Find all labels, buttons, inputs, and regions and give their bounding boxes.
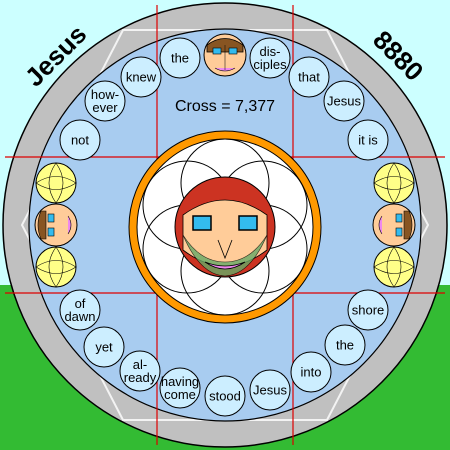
bubble-circle xyxy=(324,324,366,366)
bubble-word: ever xyxy=(92,100,118,115)
word-bubble-stood: stood xyxy=(204,375,246,417)
bubble-circle xyxy=(119,350,161,392)
center-left-eye xyxy=(192,215,212,231)
bubble-word: it is xyxy=(358,133,378,148)
word-bubble-not: not xyxy=(59,119,101,161)
top-face-medallion xyxy=(203,33,247,77)
bubble-circle xyxy=(290,351,332,393)
bubble-word: stood xyxy=(209,389,241,404)
bubble-word: Jesus xyxy=(327,94,361,109)
cross-value: Cross = 7,377 xyxy=(175,98,275,115)
bubble-word: dawn xyxy=(64,309,95,324)
right-top-rosette xyxy=(373,162,415,204)
bubble-circle xyxy=(59,289,101,331)
word-bubble-already: al-ready xyxy=(119,350,161,392)
word-bubble-however: how-ever xyxy=(84,80,126,122)
left-top-rosette xyxy=(35,162,77,204)
bubble-circle xyxy=(120,56,162,98)
word-bubble-it-is: it is xyxy=(347,119,389,161)
word-bubble-the-2: the xyxy=(324,324,366,366)
bubble-word: the xyxy=(171,51,189,66)
word-bubble-the: the xyxy=(159,37,201,79)
bubble-circle xyxy=(249,369,291,411)
right-bottom-rosette xyxy=(373,246,415,288)
word-bubble-knew: knew xyxy=(120,56,162,98)
bubble-circle xyxy=(159,367,201,409)
word-bubble-jesus-1: Jesus xyxy=(323,80,365,122)
bubble-word: of xyxy=(75,296,86,311)
hexagon-outline xyxy=(20,29,430,421)
word-bubble-jesus-2: Jesus xyxy=(249,369,291,411)
left-bottom-rosette xyxy=(35,246,77,288)
bubble-word: al- xyxy=(133,357,147,372)
bubble-circle xyxy=(347,119,389,161)
bubble-word: having xyxy=(161,374,199,389)
left-medallions xyxy=(34,162,78,288)
bubble-circle xyxy=(249,37,291,79)
word-bubble-disciples: dis-ciples xyxy=(249,37,291,79)
bubble-circle xyxy=(288,56,330,98)
bubble-circle xyxy=(159,37,201,79)
bubble-word: knew xyxy=(126,70,157,85)
bubble-word: how- xyxy=(91,87,119,102)
bubble-word: ready xyxy=(124,370,157,385)
bubble-circle xyxy=(83,326,125,368)
bubble-word: the xyxy=(336,338,354,353)
right-medallions xyxy=(372,162,416,288)
word-bubble-into: into xyxy=(290,351,332,393)
bubble-word: dis- xyxy=(260,44,281,59)
bubble-word: ciples xyxy=(253,57,287,72)
bubble-word: shore xyxy=(352,303,385,318)
bubble-circle xyxy=(347,289,389,331)
word-bubble-that: that xyxy=(288,56,330,98)
bubble-circle xyxy=(204,375,246,417)
bubble-circle xyxy=(59,119,101,161)
word-bubble-shore: shore xyxy=(347,289,389,331)
bubble-word: that xyxy=(298,70,320,85)
bubble-circle xyxy=(84,80,126,122)
bubble-circle xyxy=(323,80,365,122)
bubble-word: not xyxy=(71,133,89,148)
bubble-word: yet xyxy=(95,340,113,355)
center-right-eye xyxy=(238,215,258,231)
bubble-word: come xyxy=(164,387,196,402)
word-bubble-yet: yet xyxy=(83,326,125,368)
bubble-word: Jesus xyxy=(253,383,287,398)
bubble-word: into xyxy=(301,365,322,380)
central-medallion xyxy=(128,130,322,324)
